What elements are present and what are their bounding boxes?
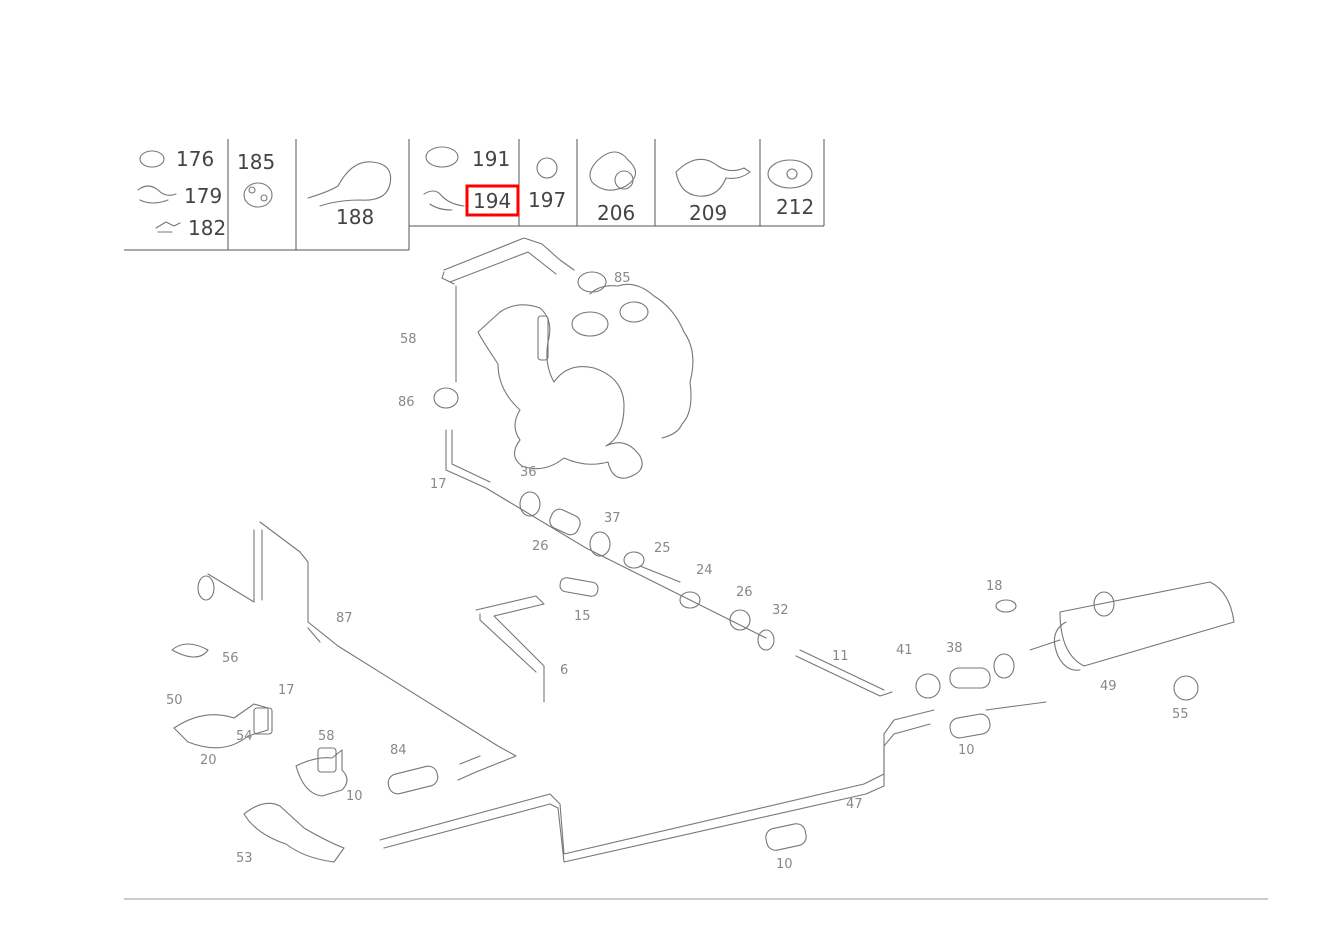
thumb-209-icon xyxy=(675,158,751,197)
callout: 38 xyxy=(946,641,963,656)
callout: 15 xyxy=(574,609,591,624)
header-label: 191 xyxy=(472,147,510,171)
exploded-view xyxy=(171,237,1235,863)
thumb-188-icon xyxy=(307,161,392,207)
callout: 56 xyxy=(222,651,239,666)
callout: 85 xyxy=(614,271,631,286)
callouts: 85 58 86 17 36 37 26 25 24 26 32 11 41 3… xyxy=(166,271,1189,872)
callout: 10 xyxy=(958,743,975,758)
callout: 24 xyxy=(696,563,713,578)
header-thumbnails xyxy=(137,146,813,233)
header-label: 212 xyxy=(776,195,814,219)
header-label: 176 xyxy=(176,147,214,171)
callout: 17 xyxy=(278,683,295,698)
callout: 47 xyxy=(846,797,863,812)
header-grid xyxy=(124,139,825,251)
callout: 49 xyxy=(1100,679,1117,694)
callout: 32 xyxy=(772,603,789,618)
thumb-212-icon xyxy=(767,159,813,189)
callout: 10 xyxy=(346,789,363,804)
thumb-194-icon xyxy=(423,190,465,211)
callout: 36 xyxy=(520,465,537,480)
header-label-highlighted: 194 xyxy=(473,189,511,213)
callout: 84 xyxy=(390,743,407,758)
callout: 54 xyxy=(236,729,253,744)
callout: 87 xyxy=(336,611,353,626)
callout: 10 xyxy=(776,857,793,872)
highlight-box xyxy=(465,184,520,217)
callout: 37 xyxy=(604,511,621,526)
callout: 26 xyxy=(736,585,753,600)
callout: 25 xyxy=(654,541,671,556)
callout: 86 xyxy=(398,395,415,410)
thumb-176-icon xyxy=(139,150,165,168)
thumb-206-icon xyxy=(589,151,637,191)
callout: 6 xyxy=(560,663,568,678)
header-labels: 176 179 182 185 188 191 194 197 206 209 … xyxy=(176,147,814,240)
thumb-179-icon xyxy=(137,185,177,204)
callout: 53 xyxy=(236,851,253,866)
callout: 18 xyxy=(986,579,1003,594)
header-label: 182 xyxy=(188,216,226,240)
header-label: 185 xyxy=(237,150,275,174)
callout: 41 xyxy=(896,643,913,658)
header-label: 197 xyxy=(528,188,566,212)
thumb-191-icon xyxy=(425,146,459,168)
thumb-197-icon xyxy=(536,157,558,179)
callout: 20 xyxy=(200,753,217,768)
callout: 50 xyxy=(166,693,183,708)
header-label: 206 xyxy=(597,201,635,225)
header-label: 188 xyxy=(336,205,374,229)
callout: 58 xyxy=(400,332,417,347)
callout: 17 xyxy=(430,477,447,492)
thumb-182-icon xyxy=(155,221,181,233)
callout: 55 xyxy=(1172,707,1189,722)
callout: 11 xyxy=(832,649,849,664)
thumb-185-icon xyxy=(243,182,273,208)
callout: 26 xyxy=(532,539,549,554)
header-label: 209 xyxy=(689,201,727,225)
callout: 58 xyxy=(318,729,335,744)
header-label: 179 xyxy=(184,184,222,208)
